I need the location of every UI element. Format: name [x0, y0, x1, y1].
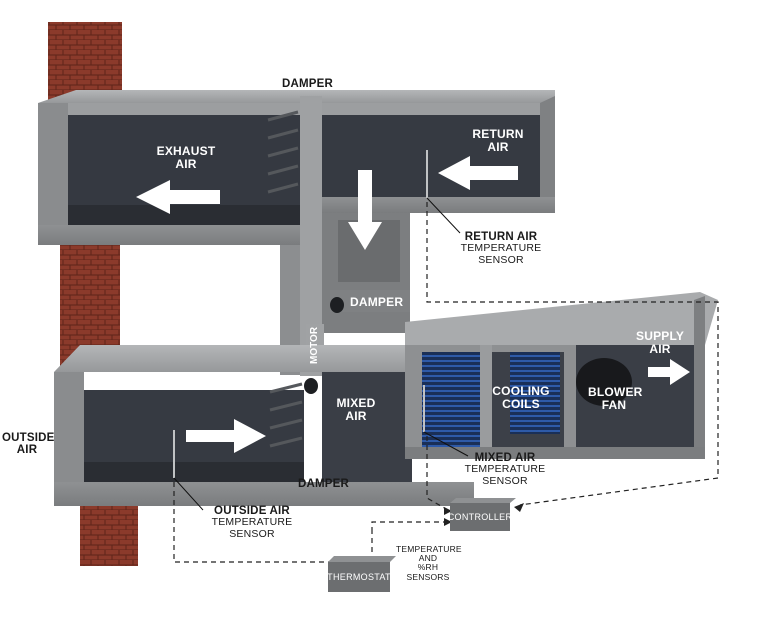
center-wall-shadow: [280, 245, 300, 375]
return-air-line1: RETURN: [472, 127, 524, 141]
outside-arrow: [186, 419, 266, 453]
outside-damper-louvers: [269, 382, 303, 448]
upper-duct-bottom: [38, 225, 318, 245]
supply-air-line1: SUPPLY: [636, 329, 685, 343]
mixed-air-chamber: [322, 372, 412, 482]
blower-fan-line2: FAN: [601, 397, 627, 412]
mixing-down-arrow: [348, 170, 382, 250]
cooling-coils-line2: COILS: [502, 396, 540, 411]
return-sensor-label: RETURN AIR TEMPERATURE SENSOR: [440, 231, 562, 266]
thermostat-box: [328, 562, 390, 592]
supply-arrow: [648, 359, 690, 385]
motor-label: MOTOR: [309, 326, 320, 364]
rh-sensors-line1: TEMPERATURE: [396, 544, 462, 554]
return-sensor-line2: TEMPERATURE SENSOR: [460, 242, 542, 266]
outside-sensor-line2: TEMPERATURE SENSOR: [211, 516, 293, 540]
center-wall: [300, 96, 322, 376]
outside-sensor-line1: OUTSIDE AIR: [214, 505, 290, 517]
damper-bottom-label: DAMPER: [298, 478, 350, 490]
supply-air-label: SUPPLY AIR: [636, 330, 684, 356]
return-sensor-leader: [426, 197, 461, 234]
upper-duct-left-wall: [38, 103, 68, 243]
lower-duct-top: [54, 345, 405, 372]
thermostat-box-top: [328, 556, 396, 562]
exhaust-damper-louvers: [267, 110, 299, 194]
supply-air-line2: AIR: [649, 341, 671, 356]
coil-bank-1: [422, 352, 480, 452]
mixed-sensor-line2: TEMPERATURE SENSOR: [464, 463, 546, 487]
damper-mid-pivot: [330, 297, 344, 313]
airflow-arrows: [136, 156, 690, 453]
exhaust-air-line2: AIR: [175, 156, 197, 171]
controller-box-top: [450, 498, 516, 503]
wiring-arrowhead-controller-2: [444, 518, 452, 526]
rh-sensors-label: TEMPERATURE AND %RH SENSORS: [396, 544, 462, 582]
damper-mid-plate: [330, 290, 410, 312]
outside-air-exterior-label: OUTSIDE AIR: [2, 432, 55, 457]
blower-fan-line1: BLOWER: [588, 385, 643, 399]
blower-fan-housing: [576, 358, 632, 406]
exhaust-air-line1: EXHAUST: [156, 144, 216, 158]
mixed-sensor-leader: [423, 431, 469, 457]
ahu-right-wall: [694, 296, 705, 447]
damper-bottom-pivot: [304, 378, 318, 394]
exhaust-arrow: [136, 180, 220, 214]
upper-duct-top: [38, 90, 555, 103]
wiring-arrowhead-right: [514, 503, 524, 512]
controller-box: [450, 503, 510, 531]
controller-label: CONTROLLER: [447, 512, 513, 522]
exhaust-air-label: EXHAUST AIR: [156, 145, 216, 171]
damper-mid-label: DAMPER: [350, 295, 404, 309]
outside-air-ext-line2: AIR: [16, 444, 38, 457]
lower-duct-left-wall: [54, 372, 84, 502]
mixed-sensor-line1: MIXED AIR: [474, 452, 536, 464]
control-wiring: [173, 202, 719, 563]
return-sensor-line1: RETURN AIR: [464, 231, 538, 243]
blower-fan-label: BLOWER FAN: [588, 385, 643, 412]
return-air-line2: AIR: [487, 139, 509, 154]
mixed-air-line1: MIXED: [336, 396, 376, 410]
outside-sensor-label: OUTSIDE AIR TEMPERATURE SENSOR: [190, 505, 314, 540]
upper-duct-front-band: [38, 103, 555, 115]
thermostat-label: THERMOSTAT: [327, 572, 391, 582]
outside-air-ext-line1: OUTSIDE: [2, 432, 55, 444]
coil-bank-2: [510, 352, 560, 434]
outside-air-floor: [84, 462, 304, 482]
return-air-label: RETURN AIR: [470, 128, 526, 154]
mixed-air-label: MIXED AIR: [334, 397, 378, 423]
return-back-wall: [540, 96, 555, 205]
rh-sensors-line3: %RH SENSORS: [406, 562, 450, 582]
chimney-bottom: [80, 500, 138, 566]
lower-duct-bottom: [54, 482, 474, 506]
cooling-coils-line1: COOLING: [492, 384, 550, 398]
mixed-air-line2: AIR: [345, 408, 367, 423]
return-bottom: [322, 197, 555, 213]
exhaust-floor: [68, 205, 300, 225]
rh-sensors-line2: AND: [418, 553, 438, 564]
ahu-bottom: [405, 447, 705, 459]
wiring-arrowhead-controller-1: [444, 507, 452, 515]
coil-divider: [480, 345, 492, 447]
ahu-top: [405, 292, 718, 345]
damper-top-label: DAMPER: [282, 78, 334, 90]
return-arrow: [438, 156, 518, 190]
cooling-coils-label: COOLING COILS: [490, 385, 552, 411]
mixed-sensor-label: MIXED AIR TEMPERATURE SENSOR: [444, 452, 566, 487]
outside-sensor-leader: [173, 477, 204, 511]
